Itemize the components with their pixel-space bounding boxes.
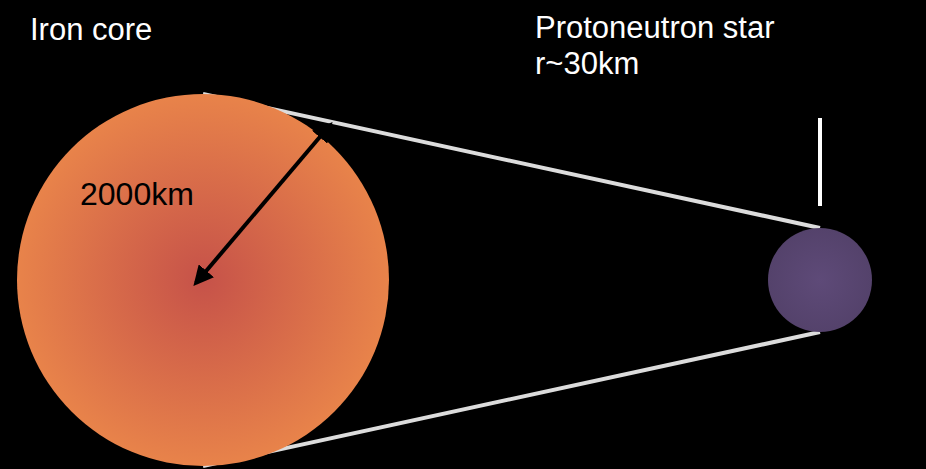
node-heading: Protoneutron star [535, 10, 775, 46]
circle-shape [768, 228, 872, 332]
leader-line [818, 118, 822, 206]
protoneutron-star-circle: Protoneutron starr~30km [768, 228, 872, 332]
circle-shape [17, 94, 389, 466]
diameter-arrow [196, 125, 330, 283]
dimension-label: 2000km [80, 176, 194, 212]
dimension-text: r~30km [535, 46, 639, 82]
iron-core-circle: Iron core [17, 94, 389, 466]
node-heading: Iron core [30, 12, 152, 48]
